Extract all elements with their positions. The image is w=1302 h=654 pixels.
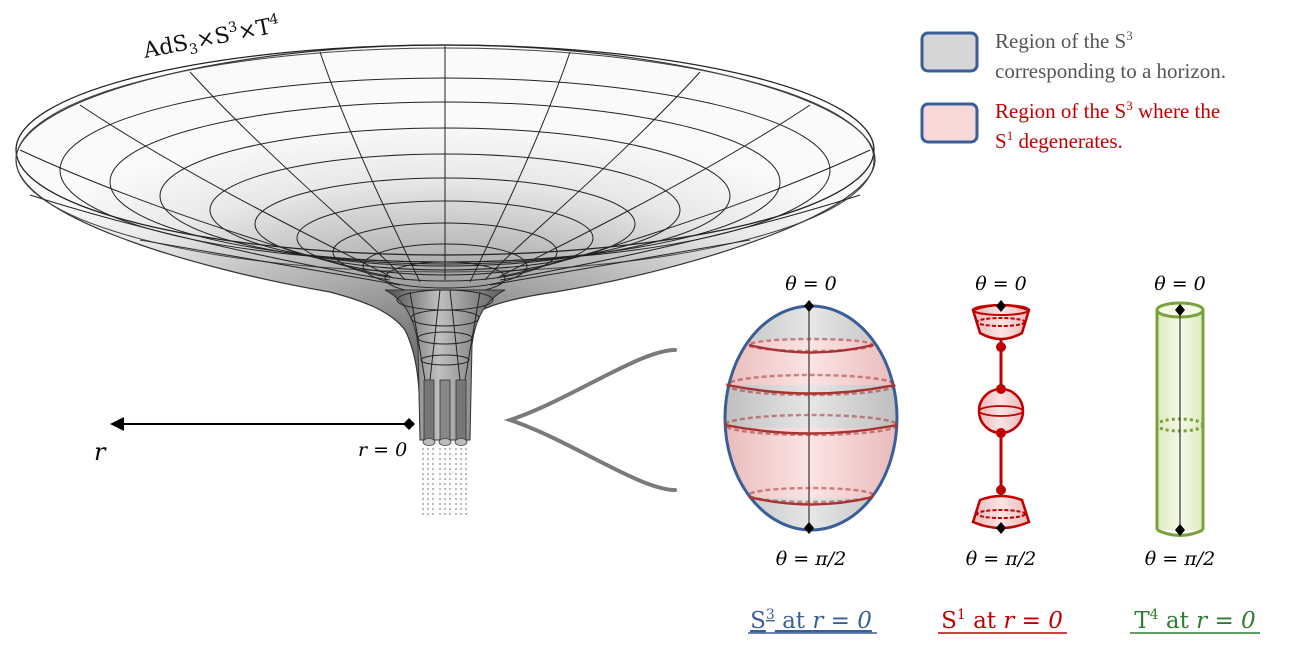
t4-bottom-label: θ = π/2	[1145, 548, 1215, 570]
ads-funnel	[15, 44, 876, 515]
s1-top-label: θ = 0	[975, 273, 1027, 295]
s3-bottom-label: θ = π/2	[776, 548, 846, 570]
legend-swatch-horizon	[920, 31, 979, 73]
legend-horizon-line1: Region of the S3	[995, 28, 1133, 53]
s3-caption: S3 at r = 0	[750, 607, 872, 634]
s1-caption: S1 at r = 0	[941, 607, 1063, 634]
r-zero-label: r = 0	[358, 439, 407, 461]
t4-caption: T4 at r = 0	[1134, 607, 1255, 634]
legend-degenerate-line2: S1 degenerates.	[995, 128, 1123, 153]
t4-cylinder	[1155, 301, 1205, 537]
legend: Region of the S3 corresponding to a hori…	[920, 28, 1226, 153]
t4-top-label: θ = 0	[1154, 273, 1206, 295]
r-axis-label: r	[94, 438, 107, 466]
s1-bottom-label: θ = π/2	[966, 548, 1036, 570]
r-axis	[110, 417, 415, 431]
s3-sphere	[723, 300, 899, 534]
legend-degenerate-line1: Region of the S3 where the	[995, 98, 1220, 123]
s1-degeneration	[971, 300, 1031, 534]
legend-horizon-line2: corresponding to a horizon.	[995, 59, 1226, 83]
s3-top-label: θ = 0	[785, 273, 837, 295]
legend-swatch-degenerate	[920, 102, 979, 144]
zoom-callout	[503, 348, 677, 492]
